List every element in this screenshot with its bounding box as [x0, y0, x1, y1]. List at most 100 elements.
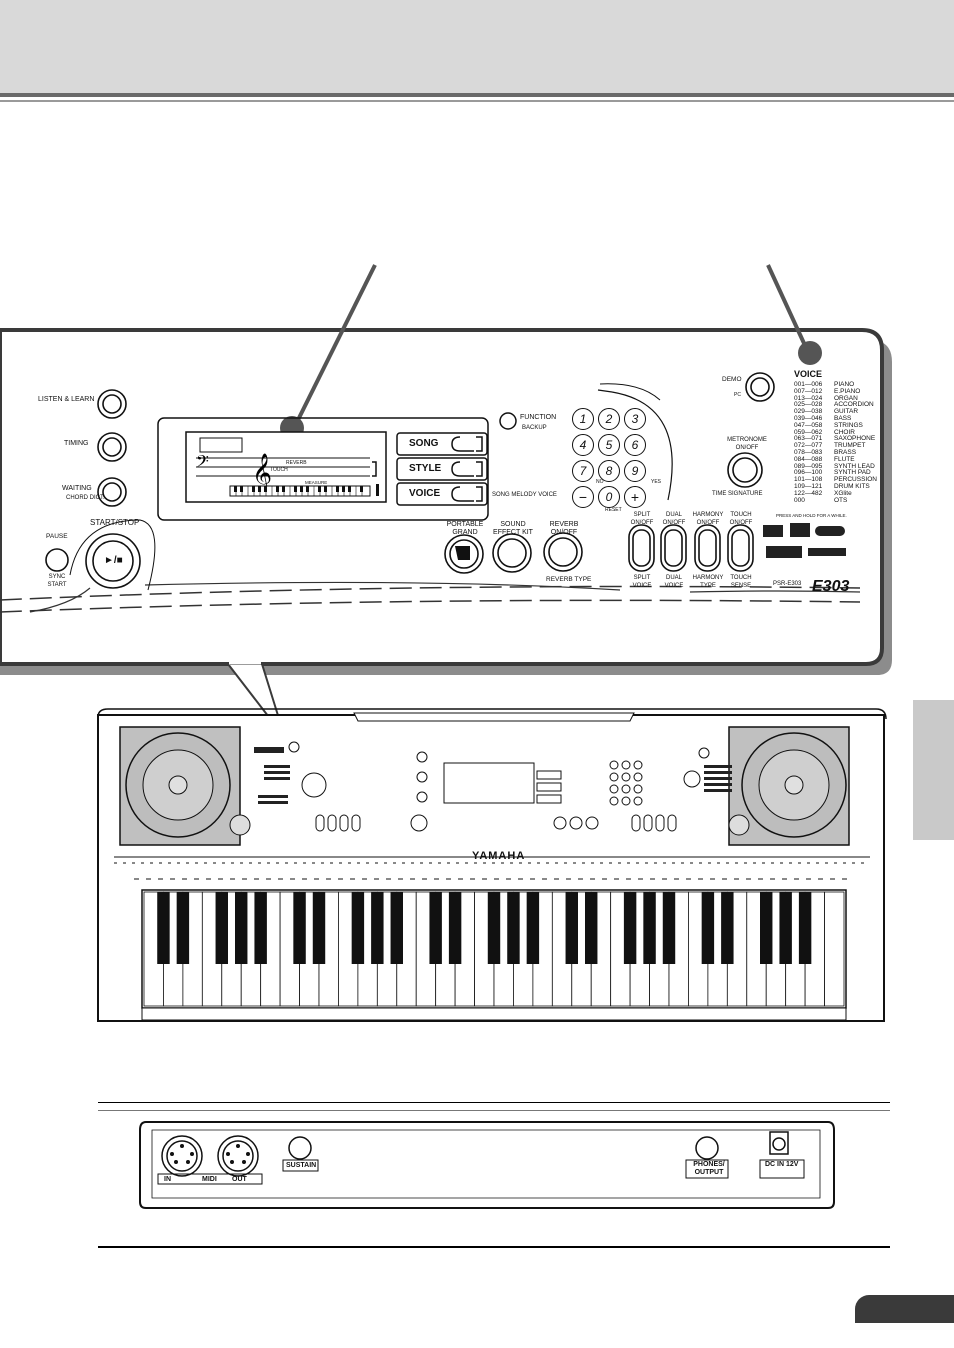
model-label: PSR-E303: [773, 581, 802, 587]
voice-heading: VOICE: [794, 369, 823, 379]
harmony-type-label: HARMONY TYPE: [692, 575, 724, 589]
keypad-6[interactable]: 6: [624, 434, 646, 456]
pause-label: PAUSE: [46, 533, 68, 540]
keypad-9[interactable]: 9: [624, 460, 646, 482]
voice-button[interactable]: VOICE: [409, 488, 441, 499]
midi-in-label: IN: [164, 1176, 171, 1183]
reverb-type-label: REVERB TYPE: [546, 576, 592, 583]
rear-rule-top: [98, 1102, 890, 1103]
page-number-tab: [855, 1295, 954, 1323]
touch-label: TOUCH ON/OFF: [729, 512, 753, 526]
black-key: [293, 892, 306, 964]
timing-label: TIMING: [64, 440, 89, 447]
black-key: [235, 892, 248, 964]
metronome-label: METRONOME ON/OFF: [727, 437, 767, 451]
keyboard-illustration: [97, 708, 887, 1022]
sound-effect-kit-label: SOUND EFFECT KIT: [493, 521, 533, 536]
black-key: [721, 892, 734, 964]
rear-rule-bottom: [98, 1246, 890, 1248]
keypad-8[interactable]: 8: [598, 460, 620, 482]
rear-panel: [139, 1121, 835, 1209]
black-key: [779, 892, 792, 964]
sync-start-label: SYNC START: [47, 574, 67, 588]
black-key: [390, 892, 403, 964]
black-key: [565, 892, 578, 964]
song-button[interactable]: SONG: [409, 438, 439, 449]
black-key: [623, 892, 637, 964]
header-band: [0, 0, 954, 93]
start-stop-label: START/STOP: [90, 518, 140, 527]
black-key: [429, 892, 442, 964]
press-hold-label: PRESS AND HOLD FOR A WHILE.: [776, 513, 847, 518]
song-melody-voice-label: SONG MELODY VOICE: [492, 492, 557, 498]
lcd-reverb: REVERB: [286, 460, 307, 466]
keypad-5[interactable]: 5: [598, 434, 620, 456]
black-key: [507, 892, 520, 964]
keypad-2[interactable]: 2: [598, 408, 620, 430]
black-key: [643, 892, 656, 964]
black-key: [254, 892, 267, 964]
svg-text:𝄞: 𝄞: [252, 453, 272, 494]
keypad-1[interactable]: 1: [572, 408, 594, 430]
black-key: [760, 892, 773, 964]
keypad-3[interactable]: 3: [624, 408, 646, 430]
side-tab: [913, 700, 954, 840]
yes-label: YES: [651, 479, 662, 485]
reverb-onoff-label: REVERB ON/OFF: [549, 521, 579, 536]
white-key: [824, 891, 845, 1007]
midi-out-label: OUT: [232, 1176, 247, 1183]
callout-line-voice: [766, 264, 810, 353]
listen-learn-label: LISTEN & LEARN: [38, 396, 95, 403]
dual-label: DUAL ON/OFF: [662, 512, 686, 526]
touch-sense-label: TOUCH SENSE: [730, 575, 752, 589]
black-key: [662, 892, 676, 964]
split-label: SPLIT ON/OFF: [630, 512, 654, 526]
phones-output-label: PHONES/ OUTPUT: [693, 1161, 725, 1176]
lcd-touch: TOUCH: [270, 467, 288, 473]
black-key: [798, 892, 812, 964]
style-button[interactable]: STYLE: [409, 463, 442, 474]
black-key: [215, 892, 228, 964]
backup-label: BACKUP: [522, 425, 547, 431]
black-key: [585, 892, 598, 964]
pc-label: PC: [734, 392, 741, 398]
header-rule: [0, 93, 954, 97]
keypad-plus[interactable]: +: [624, 486, 646, 508]
keypad-4[interactable]: 4: [572, 434, 594, 456]
black-key: [526, 892, 540, 964]
keypad-0[interactable]: 0: [598, 486, 620, 508]
black-key: [157, 892, 170, 964]
black-key: [487, 892, 501, 964]
dual-voice-label: DUAL VOICE: [664, 575, 684, 589]
midi-label: MIDI: [202, 1176, 217, 1183]
keypad-7[interactable]: 7: [572, 460, 594, 482]
chord-dict-label: CHORD DICT.: [66, 495, 105, 501]
waiting-label: WAITING: [62, 485, 92, 492]
svg-text:𝄢: 𝄢: [196, 451, 209, 475]
keypad-minus[interactable]: −: [572, 486, 594, 508]
black-key: [448, 892, 462, 964]
play-stop-icon[interactable]: ►/■: [104, 555, 123, 566]
black-key: [176, 892, 190, 964]
yamaha-brand: YAMAHA: [472, 850, 526, 862]
function-label: FUNCTION: [520, 414, 557, 421]
rear-rule-sub: [98, 1110, 890, 1111]
